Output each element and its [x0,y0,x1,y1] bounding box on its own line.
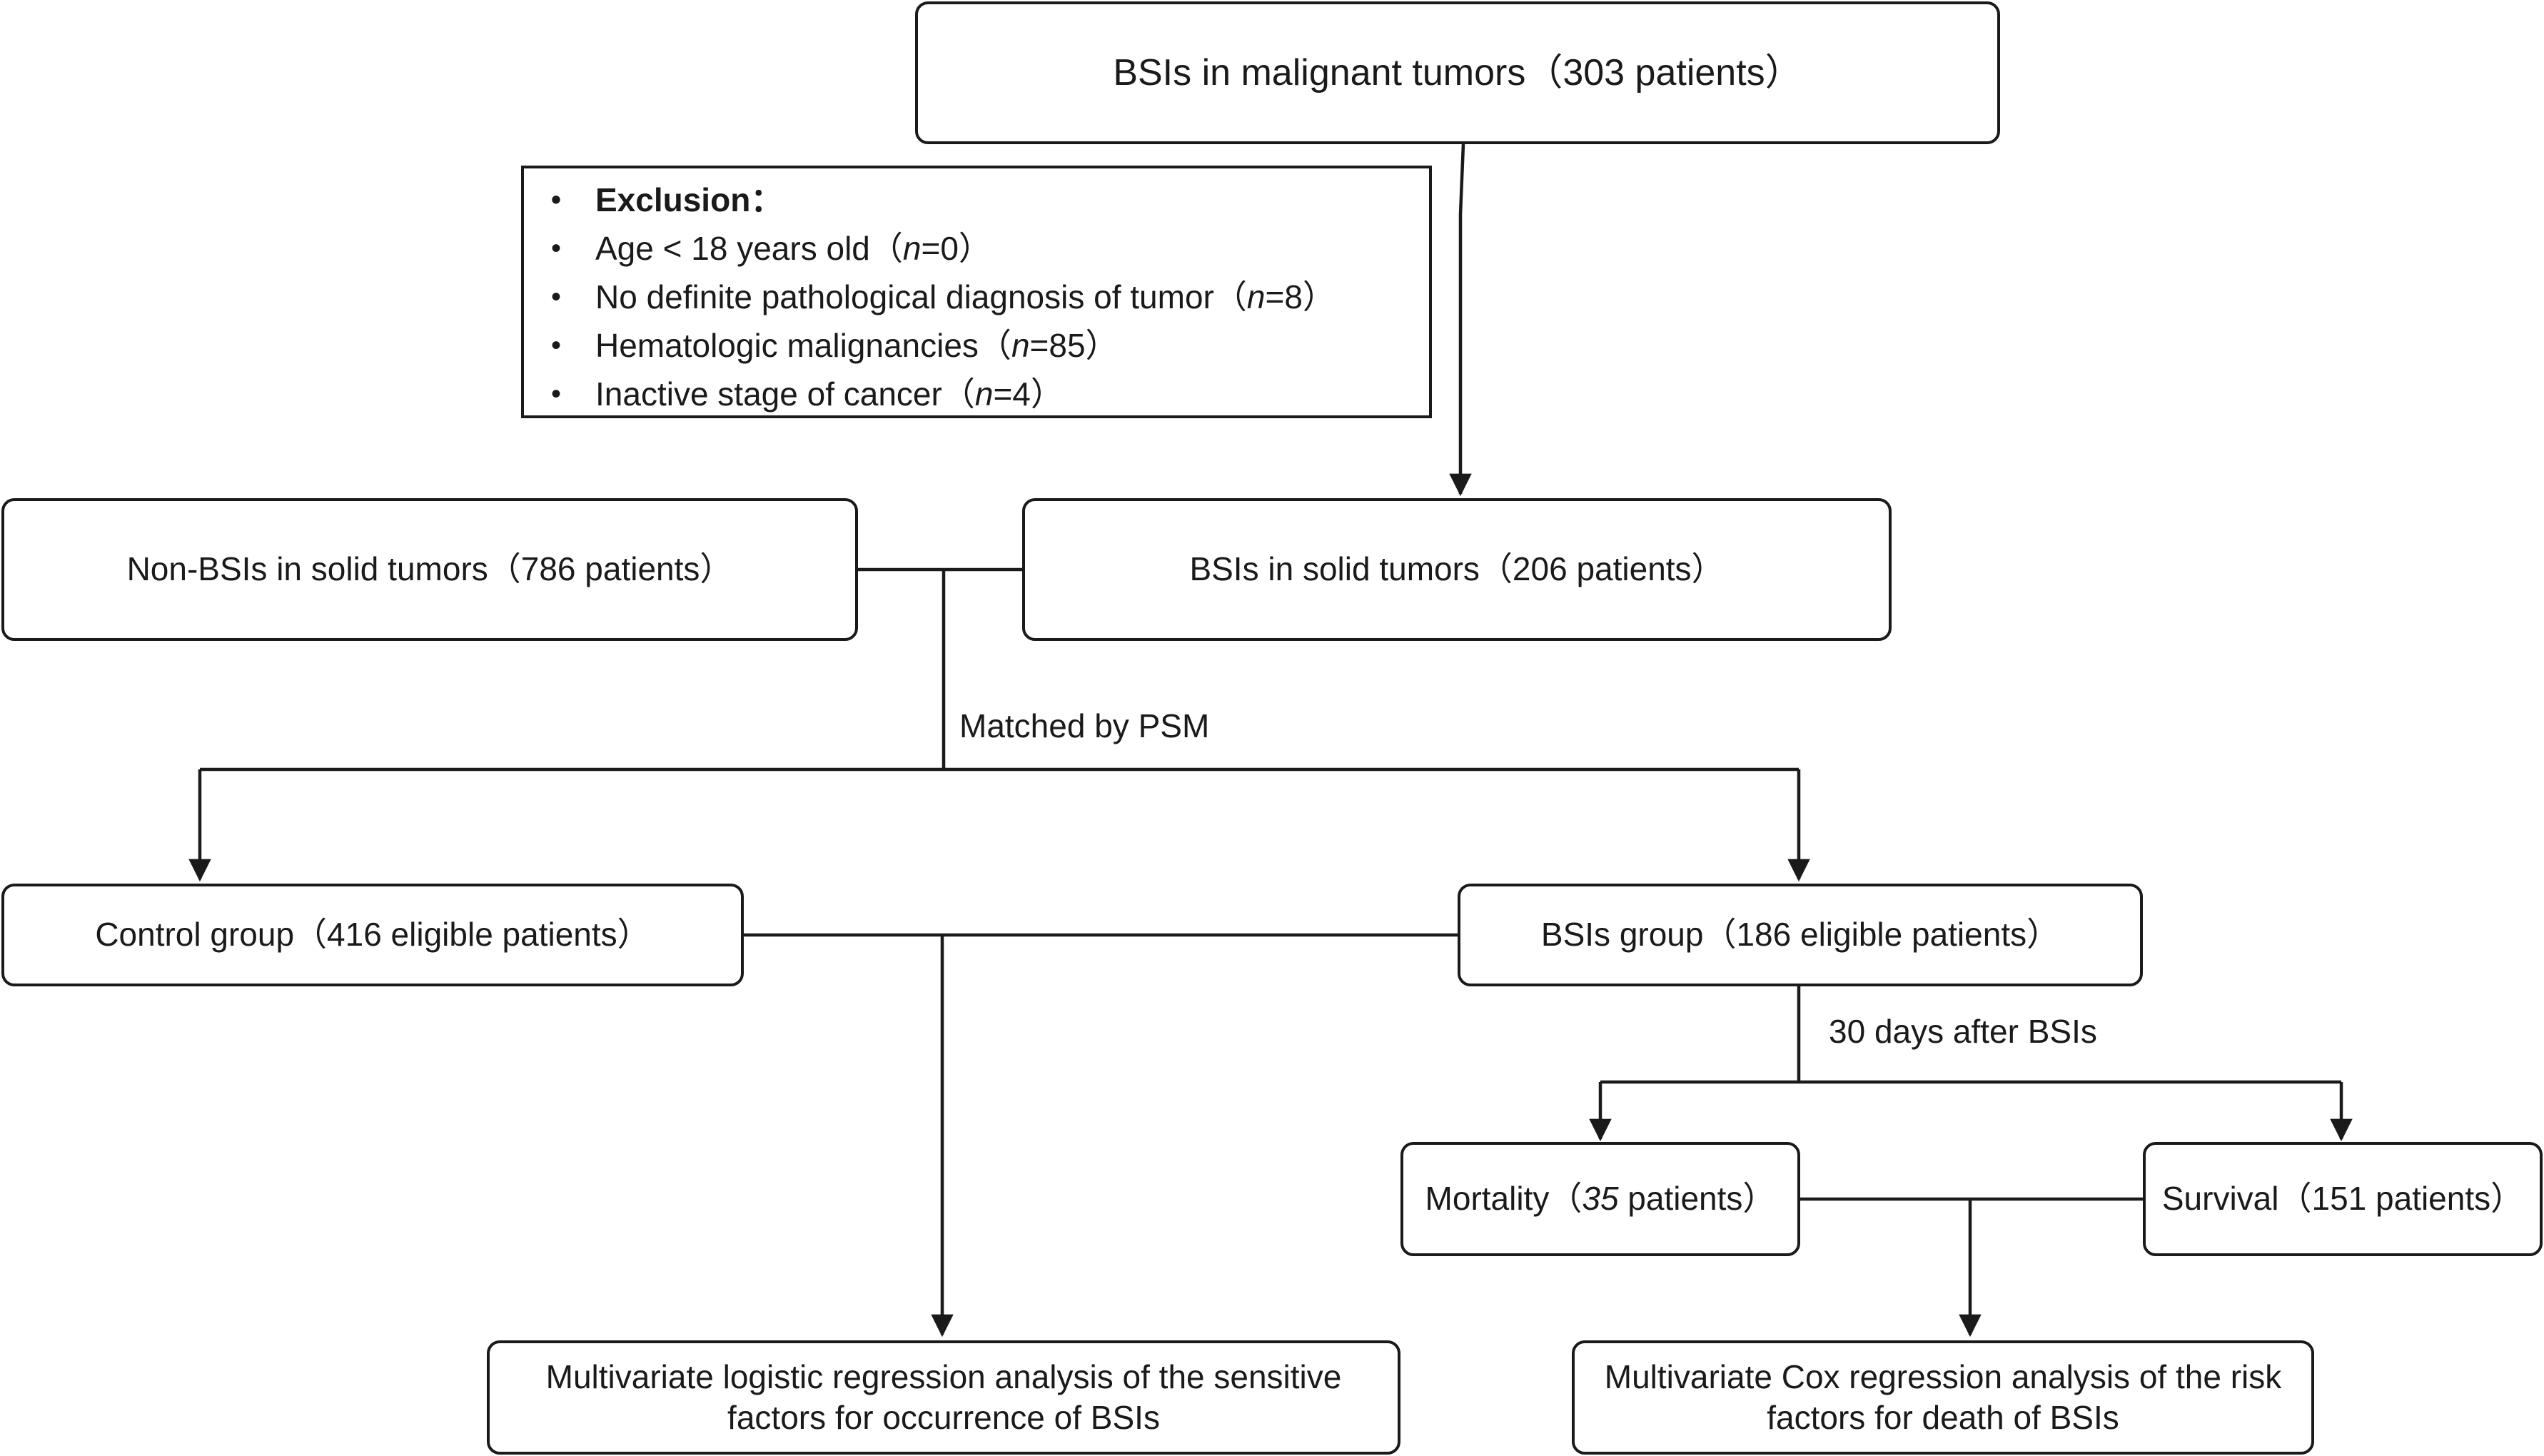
box-survival: Survival（151 patients） [2143,1142,2543,1256]
arrow-top-to-solid [1449,143,1472,497]
box-non-bsi-solid: Non-BSIs in solid tumors（786 patients） [1,498,858,641]
box-logistic-line1: Multivariate logistic regression analysi… [545,1358,1342,1395]
box-survival-text: Survival（151 patients） [2161,1180,2524,1218]
box-logistic-line2: factors for occurrence of BSIs [727,1399,1160,1436]
box-control-group-text: Control group（416 eligible patients） [95,916,650,954]
box-bsi-group-text: BSIs group（186 eligible patients） [1540,916,2060,954]
exclusion-box: Exclusion： Age < 18 years old（n=0） No de… [521,166,1432,418]
box-mortality-text: Mortality（35 patients） [1425,1180,1776,1218]
exclusion-item: Age < 18 years old（n=0） [551,224,1336,273]
box-bsi-solid-text: BSIs in solid tumors（206 patients） [1189,550,1725,588]
box-cox-line2: factors for death of BSIs [1767,1399,2119,1436]
box-control-group: Control group（416 eligible patients） [1,884,744,986]
box-bsi-solid: BSIs in solid tumors（206 patients） [1022,498,1892,641]
label-matched-psm: Matched by PSM [959,707,1210,744]
box-logistic-regression: Multivariate logistic regression analysi… [487,1340,1400,1455]
box-cox-regression: Multivariate Cox regression analysis of … [1572,1340,2314,1455]
box-cox-line1: Multivariate Cox regression analysis of … [1604,1358,2282,1395]
label-30-days: 30 days after BSIs [1829,1013,2097,1050]
exclusion-title: Exclusion： [551,176,1336,224]
exclusion-item: Inactive stage of cancer（n=4） [551,370,1336,418]
box-non-bsi-solid-text: Non-BSIs in solid tumors（786 patients） [126,550,733,588]
exclusion-list: Exclusion： Age < 18 years old（n=0） No de… [551,176,1336,418]
exclusion-item: Hematologic malignancies（n=85） [551,321,1336,370]
box-malignant-tumors-text: BSIs in malignant tumors（303 patients） [1113,51,1802,93]
box-mortality: Mortality（35 patients） [1400,1142,1800,1256]
box-malignant-tumors: BSIs in malignant tumors（303 patients） [915,1,2000,144]
exclusion-item: No definite pathological diagnosis of tu… [551,273,1336,321]
box-bsi-group: BSIs group（186 eligible patients） [1458,884,2143,986]
